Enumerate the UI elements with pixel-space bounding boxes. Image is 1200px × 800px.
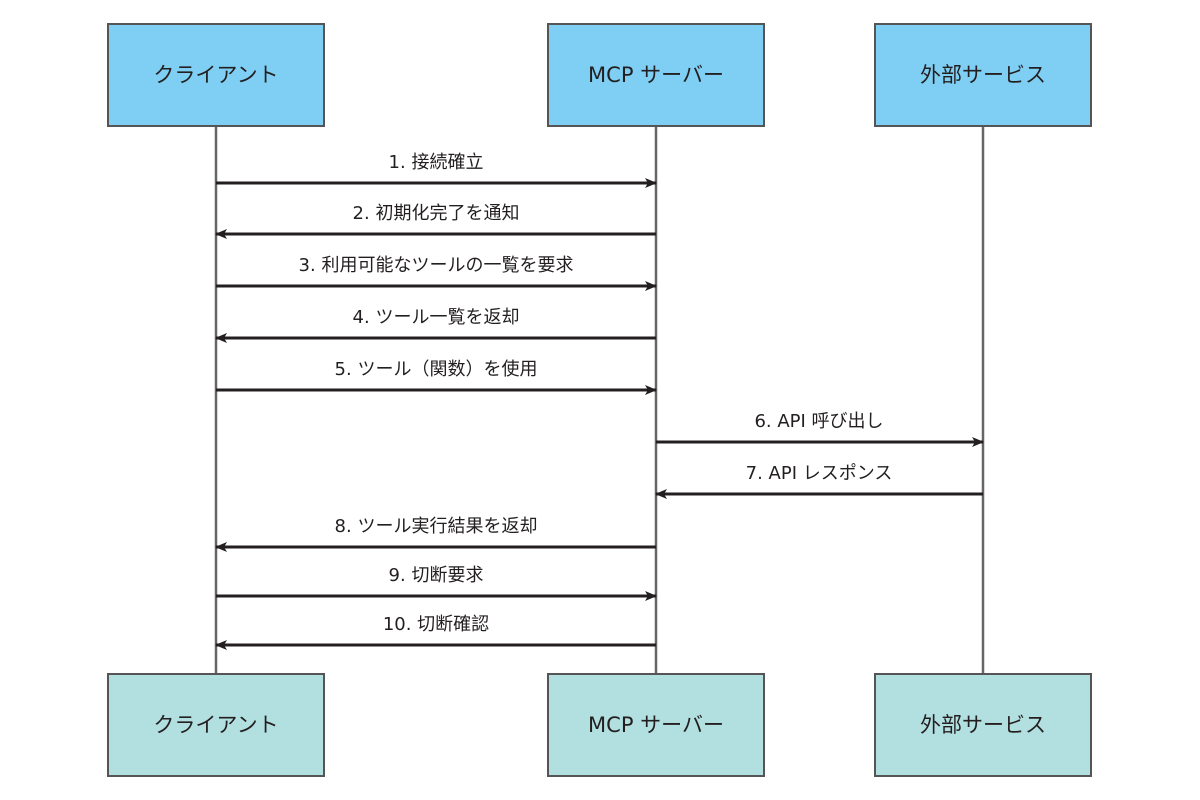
message-6: 6. API 呼び出し xyxy=(656,411,984,447)
message-label: 1. 接続確立 xyxy=(389,152,484,173)
participant-box xyxy=(874,673,1092,777)
message-3: 3. 利用可能なツールの一覧を要求 xyxy=(216,255,657,291)
message-5: 5. ツール（関数）を使用 xyxy=(216,359,657,395)
message-1: 1. 接続確立 xyxy=(216,152,657,188)
message-label: 4. ツール一覧を返却 xyxy=(353,307,520,328)
participant-service-bottom: 外部サービス xyxy=(874,673,1092,777)
message-label: 9. 切断要求 xyxy=(389,565,484,586)
message-10: 10. 切断確認 xyxy=(215,614,656,650)
participant-box xyxy=(547,23,765,127)
message-label: 3. 利用可能なツールの一覧を要求 xyxy=(299,255,574,276)
message-8: 8. ツール実行結果を返却 xyxy=(215,516,656,552)
participant-server-top: MCP サーバー xyxy=(547,23,765,127)
participant-service-top: 外部サービス xyxy=(874,23,1092,127)
message-label: 7. API レスポンス xyxy=(746,463,893,484)
participant-client-bottom: クライアント xyxy=(107,673,325,777)
participant-label: クライアント xyxy=(153,63,278,87)
participant-label: MCP サーバー xyxy=(588,63,724,87)
participant-box xyxy=(547,673,765,777)
message-2: 2. 初期化完了を通知 xyxy=(215,203,656,239)
message-label: 10. 切断確認 xyxy=(383,614,489,635)
participant-label: MCP サーバー xyxy=(588,713,724,737)
message-label: 5. ツール（関数）を使用 xyxy=(335,359,538,380)
message-7: 7. API レスポンス xyxy=(655,463,983,499)
message-label: 6. API 呼び出し xyxy=(754,411,883,432)
participant-box xyxy=(107,673,325,777)
participant-box xyxy=(107,23,325,127)
participant-client-top: クライアント xyxy=(107,23,325,127)
participant-box xyxy=(874,23,1092,127)
message-4: 4. ツール一覧を返却 xyxy=(215,307,656,343)
message-9: 9. 切断要求 xyxy=(216,565,657,601)
message-label: 2. 初期化完了を通知 xyxy=(353,203,520,224)
participant-label: 外部サービス xyxy=(920,713,1046,737)
participant-label: クライアント xyxy=(153,713,278,737)
participant-server-bottom: MCP サーバー xyxy=(547,673,765,777)
participant-label: 外部サービス xyxy=(920,63,1046,87)
message-label: 8. ツール実行結果を返却 xyxy=(335,516,538,537)
